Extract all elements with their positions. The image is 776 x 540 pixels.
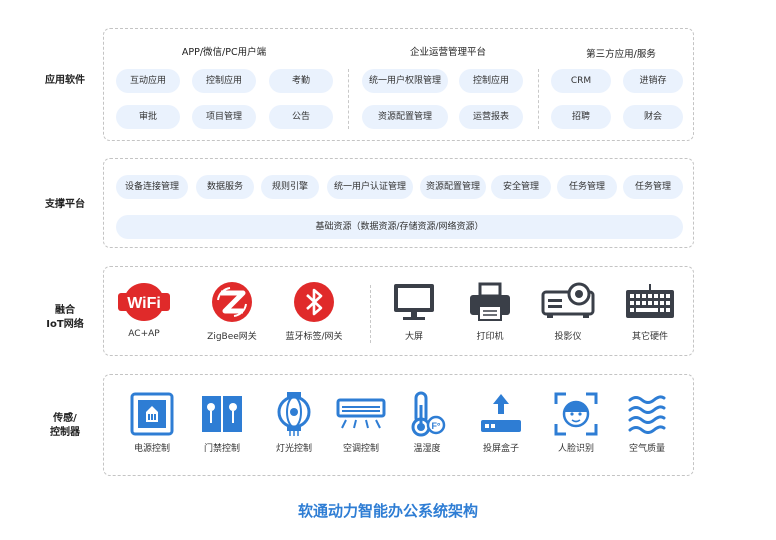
support-pill-task-2[interactable]: 任务管理 [623,175,683,199]
app-col2-title: 企业运营管理平台 [409,47,486,58]
iot-label-line1: 融合 [55,305,75,316]
sensor-item-power[interactable]: 电源控制 [112,391,192,454]
app-pill-resource-config[interactable]: 资源配置管理 [362,105,448,129]
app-pill-control-2[interactable]: 控制应用 [459,69,523,93]
monitor-icon [394,284,434,320]
sensor-label-air: 空气质量 [628,444,665,454]
support-pill-security[interactable]: 安全管理 [491,175,551,199]
iot-label-bluetooth: 蓝牙标签/网关 [285,332,343,342]
zigbee-icon [212,282,252,322]
sensor-item-air[interactable]: 空气质量 [607,391,687,454]
iot-item-big-screen[interactable]: 大屏 [374,279,454,342]
iot-network-panel: WiFi AC+AP ZigBee网关 蓝牙标签/网关 [103,266,694,356]
lantern-icon [277,392,311,436]
sensor-controller-panel: 电源控制 门禁控制 灯光控制 [103,374,694,476]
power-socket-icon [130,392,174,436]
app-software-label: 应用软件 [45,75,85,86]
sensor-item-cast-box[interactable]: 投屏盒子 [461,391,541,454]
sensor-label-door: 门禁控制 [203,444,240,454]
diagram-caption: 软通动力智能办公系统架构 [297,502,478,520]
printer-icon [470,282,510,321]
air-quality-icon [628,395,666,434]
sensor-label-face: 人脸识别 [557,444,594,454]
iot-item-other-hardware[interactable]: 其它硬件 [610,279,690,342]
iot-item-ac-ap[interactable]: WiFi AC+AP [104,279,184,339]
app-pill-project[interactable]: 项目管理 [192,105,256,129]
support-platform-panel: 设备连接管理 数据服务 规则引擎 统一用户认证管理 资源配置管理 安全管理 任务… [103,158,694,248]
support-pill-unified-auth[interactable]: 统一用户认证管理 [327,175,413,199]
app-col1-title: APP/微信/PC用户端 [181,47,267,58]
iot-label-projector: 投影仪 [554,332,582,342]
sensor-label-cast-box: 投屏盒子 [482,444,519,454]
support-platform-label: 支撑平台 [45,199,85,210]
sensor-label-power: 电源控制 [133,444,170,454]
iot-label-printer: 打印机 [476,332,504,342]
iot-label-other-hardware: 其它硬件 [631,332,668,342]
sensor-item-door[interactable]: 门禁控制 [182,391,262,454]
cast-box-icon [481,394,521,432]
svg-text:F°: F° [431,421,440,431]
app-pill-finance[interactable]: 财会 [623,105,683,129]
app-pill-operation-report[interactable]: 运营报表 [459,105,523,129]
sensor-label-ac: 空调控制 [342,444,379,454]
face-recognition-icon [554,392,598,436]
app-software-panel: APP/微信/PC用户端 企业运营管理平台 第三方应用/服务 互动应用 控制应用… [103,28,694,141]
support-pill-base-resource[interactable]: 基础资源（数据资源/存储资源/网络资源） [116,215,683,239]
support-pill-resource-config[interactable]: 资源配置管理 [420,175,486,199]
sensor-item-light[interactable]: 灯光控制 [254,391,334,454]
bluetooth-icon [294,282,334,322]
sensor-label-line1: 传感/ [53,413,77,424]
thermometer-icon: F° [411,391,446,437]
sensor-item-ac[interactable]: 空调控制 [321,391,401,454]
wifi-icon: WiFi [118,283,170,321]
app-col3-title: 第三方应用/服务 [586,49,656,60]
app-pill-approval[interactable]: 审批 [116,105,180,129]
iot-label-zigbee: ZigBee网关 [207,332,257,342]
app-pill-inventory[interactable]: 进销存 [623,69,683,93]
app-divider-1 [348,69,349,129]
sensor-controller-label: 传感/ 控制器 [30,412,100,440]
app-pill-control[interactable]: 控制应用 [192,69,256,93]
support-pill-data-service[interactable]: 数据服务 [196,175,254,199]
door-access-icon [202,396,242,432]
app-pill-attendance[interactable]: 考勤 [269,69,333,93]
iot-network-label: 融合 IoT网络 [30,304,100,332]
air-conditioner-icon [336,398,386,429]
app-pill-interactive[interactable]: 互动应用 [116,69,180,93]
support-pill-task-1[interactable]: 任务管理 [557,175,617,199]
sensor-label-line2: 控制器 [50,427,80,438]
sensor-item-face[interactable]: 人脸识别 [536,391,616,454]
sensor-item-thermo[interactable]: F° 温湿度 [387,391,467,454]
iot-item-projector[interactable]: 投影仪 [528,279,608,342]
app-divider-2 [538,69,539,129]
sensor-label-light: 灯光控制 [275,444,312,454]
iot-divider [370,285,371,343]
app-pill-notice[interactable]: 公告 [269,105,333,129]
iot-item-printer[interactable]: 打印机 [450,279,530,342]
iot-label-big-screen: 大屏 [404,332,423,342]
keyboard-icon [626,284,674,318]
sensor-label-thermo: 温湿度 [413,444,441,454]
support-pill-rule-engine[interactable]: 规则引擎 [261,175,319,199]
iot-item-bluetooth[interactable]: 蓝牙标签/网关 [274,279,354,342]
app-pill-recruit[interactable]: 招聘 [551,105,611,129]
iot-label-ac-ap: AC+AP [128,329,160,339]
iot-label-line2: IoT网络 [46,319,84,330]
support-pill-device-connect[interactable]: 设备连接管理 [116,175,188,199]
app-pill-crm[interactable]: CRM [551,69,611,93]
app-pill-unified-permission[interactable]: 统一用户权限管理 [362,69,448,93]
wifi-logo-text: WiFi [127,295,161,312]
iot-item-zigbee[interactable]: ZigBee网关 [192,279,272,342]
projector-icon [541,282,595,318]
